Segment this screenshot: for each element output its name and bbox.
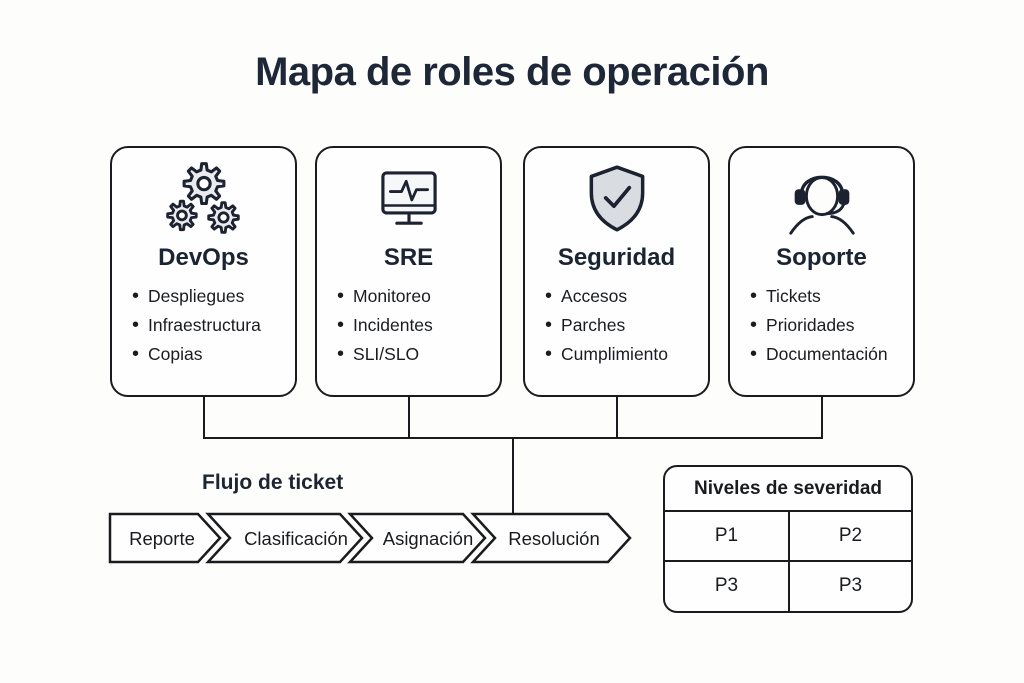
role-list: Tickets Prioridades Documentación	[730, 282, 892, 369]
severity-table-body: P1 P2 P3 P3	[665, 512, 911, 611]
severity-cell-p3b: P3	[788, 561, 911, 611]
role-list-item: Despliegues	[132, 282, 261, 311]
flow-step-clasificacion: Clasificación	[205, 512, 364, 564]
flow-step-asignacion: Asignación	[347, 512, 487, 564]
flow-step-resolucion: Resolución	[470, 512, 632, 564]
role-list-item: Copias	[132, 340, 261, 369]
role-title: Soporte	[776, 244, 867, 271]
ticket-flow-title: Flujo de ticket	[202, 471, 344, 494]
role-list-item: Parches	[545, 311, 668, 340]
svg-text:Clasificación: Clasificación	[244, 528, 348, 549]
page-title: Mapa de roles de operación	[255, 50, 769, 94]
svg-text:Resolución: Resolución	[508, 528, 600, 549]
role-list-item: Prioridades	[750, 311, 888, 340]
connector-stub-soporte	[820, 396, 823, 438]
gears-icon	[165, 162, 240, 234]
role-list-item: Incidentes	[337, 311, 433, 340]
svg-text:Asignación: Asignación	[383, 528, 474, 549]
severity-cell-p2: P2	[788, 512, 911, 562]
role-list-item: Tickets	[750, 282, 888, 311]
role-card-sre: SRE Monitoreo Incidentes SLI/SLO	[315, 146, 502, 397]
role-list: Despliegues Infraestructura Copias	[112, 282, 265, 369]
headset-agent-icon	[788, 175, 855, 235]
svg-text:Reporte: Reporte	[129, 528, 195, 549]
role-title: SRE	[383, 244, 434, 271]
role-list-item: Infraestructura	[132, 311, 261, 340]
role-list-item: Accesos	[545, 282, 668, 311]
connector-stub-devops	[202, 396, 205, 438]
role-title: DevOps	[158, 244, 249, 271]
ticket-flow: Reporte Clasificación Asignación Resoluc…	[108, 512, 632, 564]
role-card-seguridad: Seguridad Accesos Parches Cumplimiento	[523, 146, 710, 397]
severity-table-header: Niveles de severidad	[665, 467, 911, 512]
connector-drop	[511, 436, 514, 515]
role-list-item: SLI/SLO	[337, 340, 433, 369]
monitor-pulse-icon	[380, 171, 437, 225]
severity-cell-p3a: P3	[714, 575, 739, 597]
severity-cell-p1: P1	[665, 512, 788, 562]
role-list-item: Documentación	[750, 340, 888, 369]
role-list-item: Cumplimiento	[545, 340, 668, 369]
connector-stub-seguridad	[615, 396, 618, 438]
flow-step-reporte: Reporte	[108, 512, 222, 564]
role-card-devops: DevOps Despliegues Infraestructura Copia…	[110, 146, 297, 397]
role-list: Accesos Parches Cumplimiento	[525, 282, 672, 369]
severity-table: Niveles de severidad P1 P2 P3 P3	[663, 465, 913, 613]
connector-stub-sre	[407, 396, 410, 438]
role-card-soporte: Soporte Tickets Prioridades Documentació…	[728, 146, 915, 397]
role-list: Monitoreo Incidentes SLI/SLO	[317, 282, 437, 369]
shield-check-icon	[589, 165, 644, 232]
role-title: Seguridad	[557, 244, 676, 271]
role-list-item: Monitoreo	[337, 282, 433, 311]
